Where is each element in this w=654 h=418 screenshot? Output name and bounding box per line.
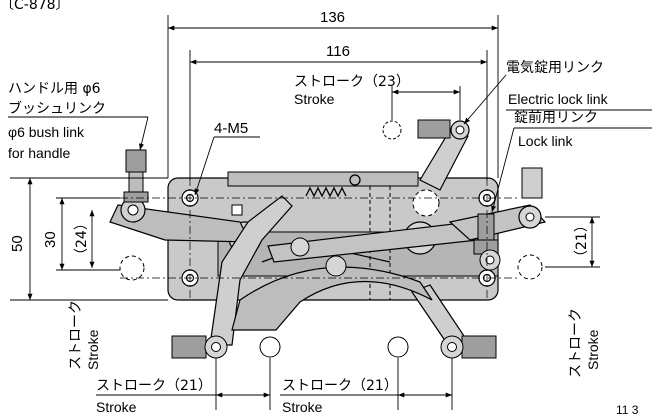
- leader-lines: [8, 74, 652, 213]
- dim-height-30: 30: [42, 231, 59, 248]
- stroke-left-jp: ストローク: [68, 300, 84, 370]
- handle-label-en1: φ6 bush link: [8, 124, 85, 140]
- stroke-bottom-right-jp: ストローク（21）: [282, 378, 398, 394]
- stroke-left-val: （24）: [74, 216, 90, 262]
- stroke-top-en: Stroke: [294, 91, 335, 107]
- stroke-left-en: Stroke: [85, 329, 101, 370]
- handle-label-jp2: ブッシュリンク: [8, 100, 106, 117]
- dim-thread: 4-M5: [214, 120, 248, 137]
- elec-link-en: Electric lock link: [508, 91, 609, 107]
- dim-overall-width: 136: [320, 9, 345, 26]
- bottom-right-pin: [440, 335, 497, 359]
- elec-link-jp: 電気錠用リンク: [506, 60, 604, 76]
- dim-hole-pitch: 116: [326, 43, 350, 60]
- lock-link-jp: 錠前用リンク: [514, 109, 598, 126]
- central-cam-plate: [231, 266, 433, 331]
- bottom-left-pin: [171, 335, 228, 359]
- stroke-top-jp: ストローク（23）: [294, 74, 410, 90]
- dimension-lines: [10, 15, 600, 410]
- stroke-bottom-right-en: Stroke: [282, 399, 323, 415]
- stroke-right-en: Stroke: [585, 329, 601, 370]
- handle-bush: [123, 149, 149, 203]
- stroke-right-val: （21）: [574, 218, 590, 264]
- dim-height-50: 50: [9, 235, 26, 252]
- lock-link-en: Lock link: [518, 133, 573, 149]
- stroke-right-jp: ストローク: [568, 308, 584, 378]
- reference-code: 〔C-878〕: [0, 0, 70, 13]
- left-crank-link: [109, 204, 251, 243]
- page-fragment: 11 3: [616, 403, 639, 417]
- electric-lock-link: [419, 129, 469, 191]
- stroke-bottom-left-en: Stroke: [96, 399, 137, 415]
- tension-spring: [305, 174, 361, 198]
- handle-label-en2: for handle: [8, 145, 70, 161]
- stroke-bottom-left-jp: ストローク（21）: [96, 378, 212, 394]
- handle-label-jp: ハンドル用 φ6: [8, 81, 101, 97]
